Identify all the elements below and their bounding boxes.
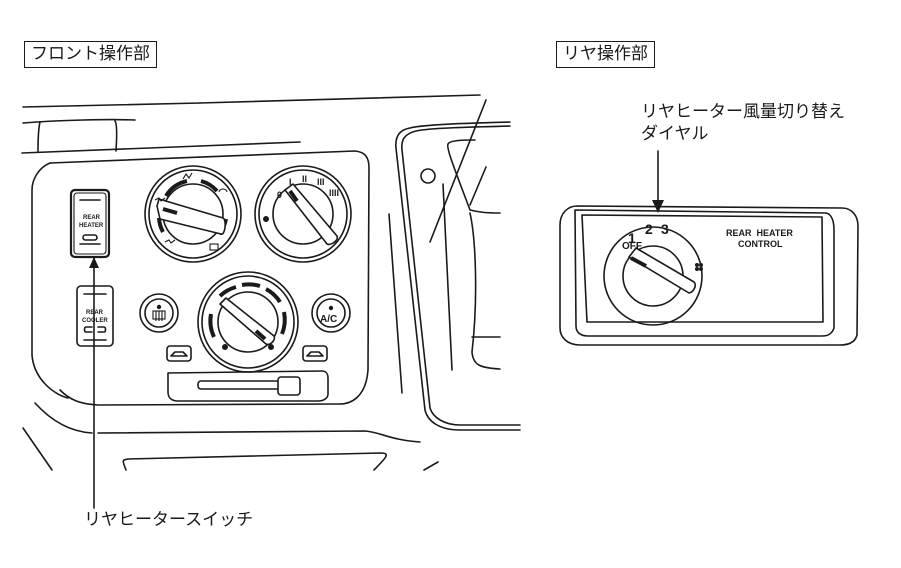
rear-heater-fan-dial[interactable]: [603, 226, 703, 326]
mode-dial[interactable]: [197, 271, 299, 373]
front-rear-cooler-switch[interactable]: [76, 285, 114, 347]
front-console-housing: [31, 150, 370, 406]
rear-cooler-switch-label-1: REAR: [86, 310, 104, 316]
air-intake-slider[interactable]: [167, 370, 329, 402]
ac-button-label: A/C: [320, 314, 337, 325]
recirculation-icon: [166, 345, 192, 362]
svg-text:IIII: IIII: [329, 188, 339, 198]
rear-heater-dial-callout-line2: ダイヤル: [641, 124, 709, 144]
rear-heater-dial-callout-line1: リヤヒーター風量切り替え: [641, 102, 845, 122]
rear-dial-2-label: 2: [645, 221, 653, 237]
rear-defroster-button[interactable]: [139, 293, 179, 333]
temperature-dial[interactable]: [144, 165, 242, 263]
rear-cooler-switch-label-2: COOLER: [82, 318, 108, 324]
ac-button[interactable]: [311, 293, 351, 333]
rear-panel-title-line2: CONTROL: [738, 239, 783, 249]
svg-text:0: 0: [277, 190, 282, 200]
rear-dial-off-label: OFF: [622, 241, 642, 252]
rear-section-label: リヤ操作部: [556, 41, 655, 68]
rear-control-panel: [559, 205, 859, 346]
fresh-air-icon: [302, 345, 328, 362]
rear-heater-switch-label-1: REAR: [83, 215, 101, 221]
door-pillar-outline: [388, 99, 521, 431]
front-section-label: フロント操作部: [24, 41, 157, 68]
svg-text:I: I: [289, 177, 292, 187]
rear-dial-3-label: 3: [661, 221, 669, 237]
front-rear-heater-switch[interactable]: [69, 188, 111, 259]
rear-panel-title-line1: REAR HEATER: [726, 228, 793, 238]
rear-dial-1-label: 1: [628, 230, 636, 246]
svg-text:II: II: [302, 174, 307, 184]
rear-heater-switch-label-2: HEATER: [79, 223, 104, 229]
rear-heater-switch-callout: リヤヒータースイッチ: [84, 510, 254, 530]
rear-heater-switch-leader: [89, 257, 99, 509]
dashboard-outline: [21, 94, 481, 471]
fan-speed-dial[interactable]: 0 I II III IIII: [254, 165, 352, 263]
rear-heater-dial-leader: [652, 150, 664, 213]
svg-text:III: III: [317, 177, 325, 187]
fan-icon: [695, 263, 703, 271]
